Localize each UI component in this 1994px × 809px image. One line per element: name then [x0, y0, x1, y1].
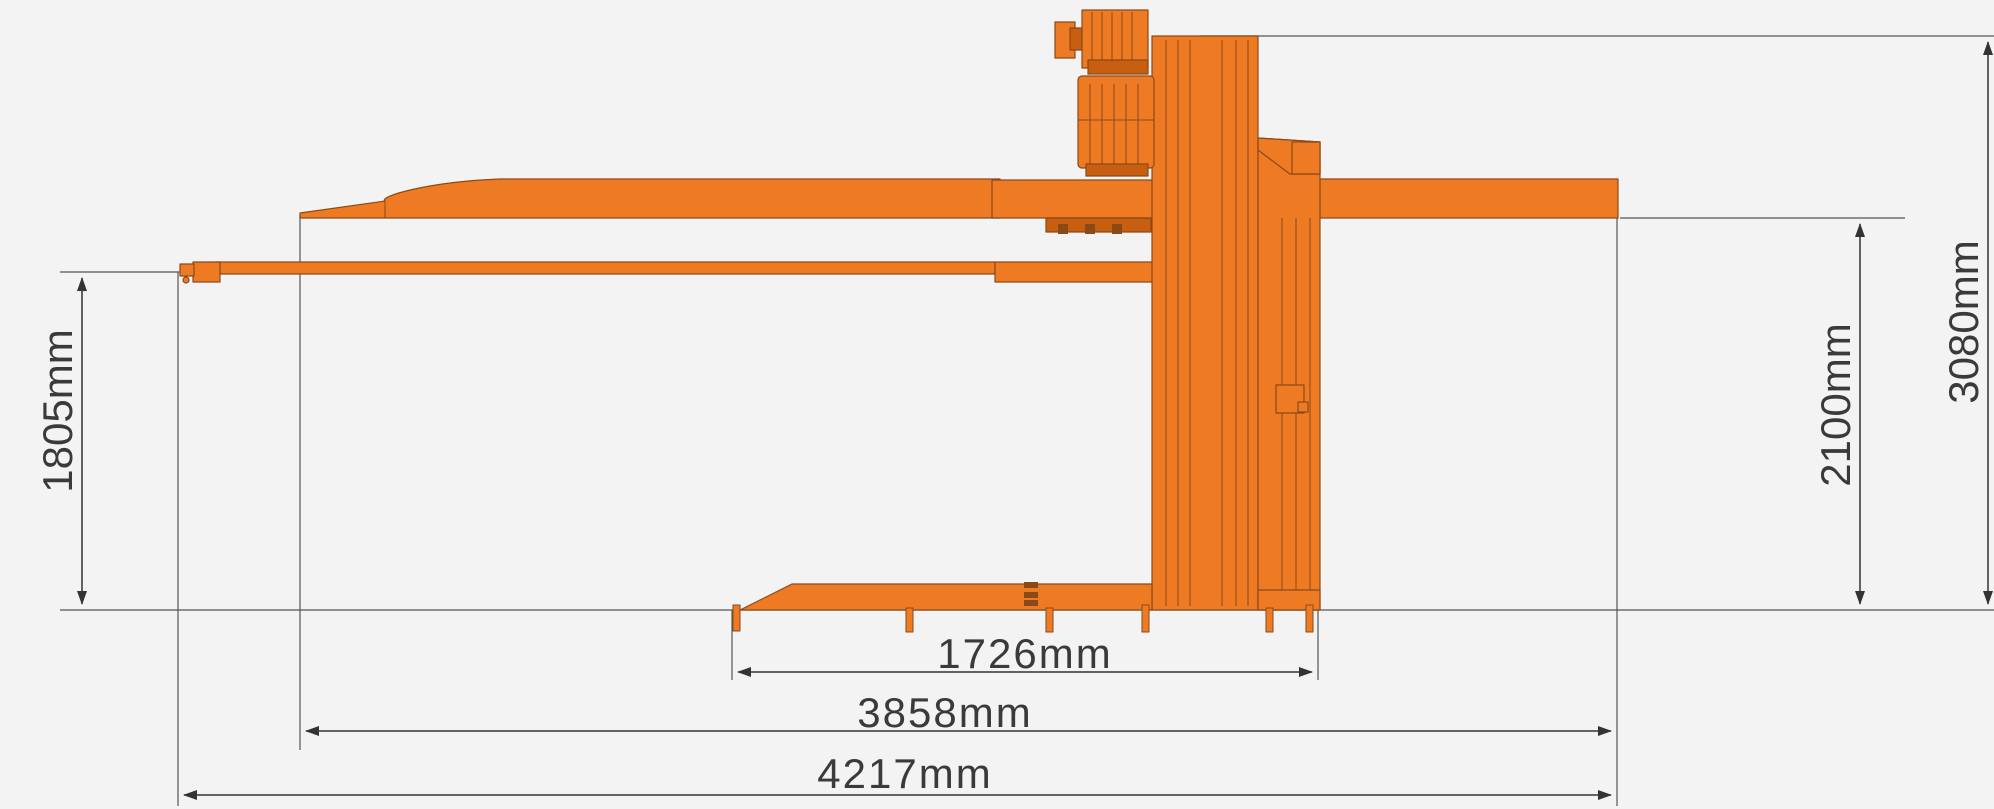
- overall-length-label: 4217mm: [817, 750, 992, 797]
- platform-under-block: [1045, 217, 1152, 233]
- safety-lock-box: [1275, 384, 1305, 414]
- pump-tank: [1077, 75, 1155, 169]
- ground-base: [739, 583, 1153, 611]
- anchor-bolts: [732, 604, 1314, 633]
- base-length-label: 1726mm: [937, 630, 1112, 677]
- platform-height-label: 2100mm: [1812, 323, 1859, 486]
- arm-height-label: 1805mm: [34, 329, 81, 492]
- arm-bracket: [994, 261, 1156, 283]
- arm-end-clamp: [192, 261, 221, 283]
- main-column: [1151, 35, 1259, 611]
- platform-length-label: 3858mm: [857, 689, 1032, 736]
- total-height-label: 3080mm: [1940, 240, 1987, 403]
- motor-assembly: [1054, 9, 1155, 177]
- parking-lift: [179, 9, 1619, 633]
- swing-arm: [214, 261, 996, 275]
- upper-platform-left: [299, 178, 1001, 219]
- platform-junction: [991, 179, 1163, 219]
- rear-column: [1257, 137, 1321, 611]
- dimension-lines: [77, 41, 1993, 800]
